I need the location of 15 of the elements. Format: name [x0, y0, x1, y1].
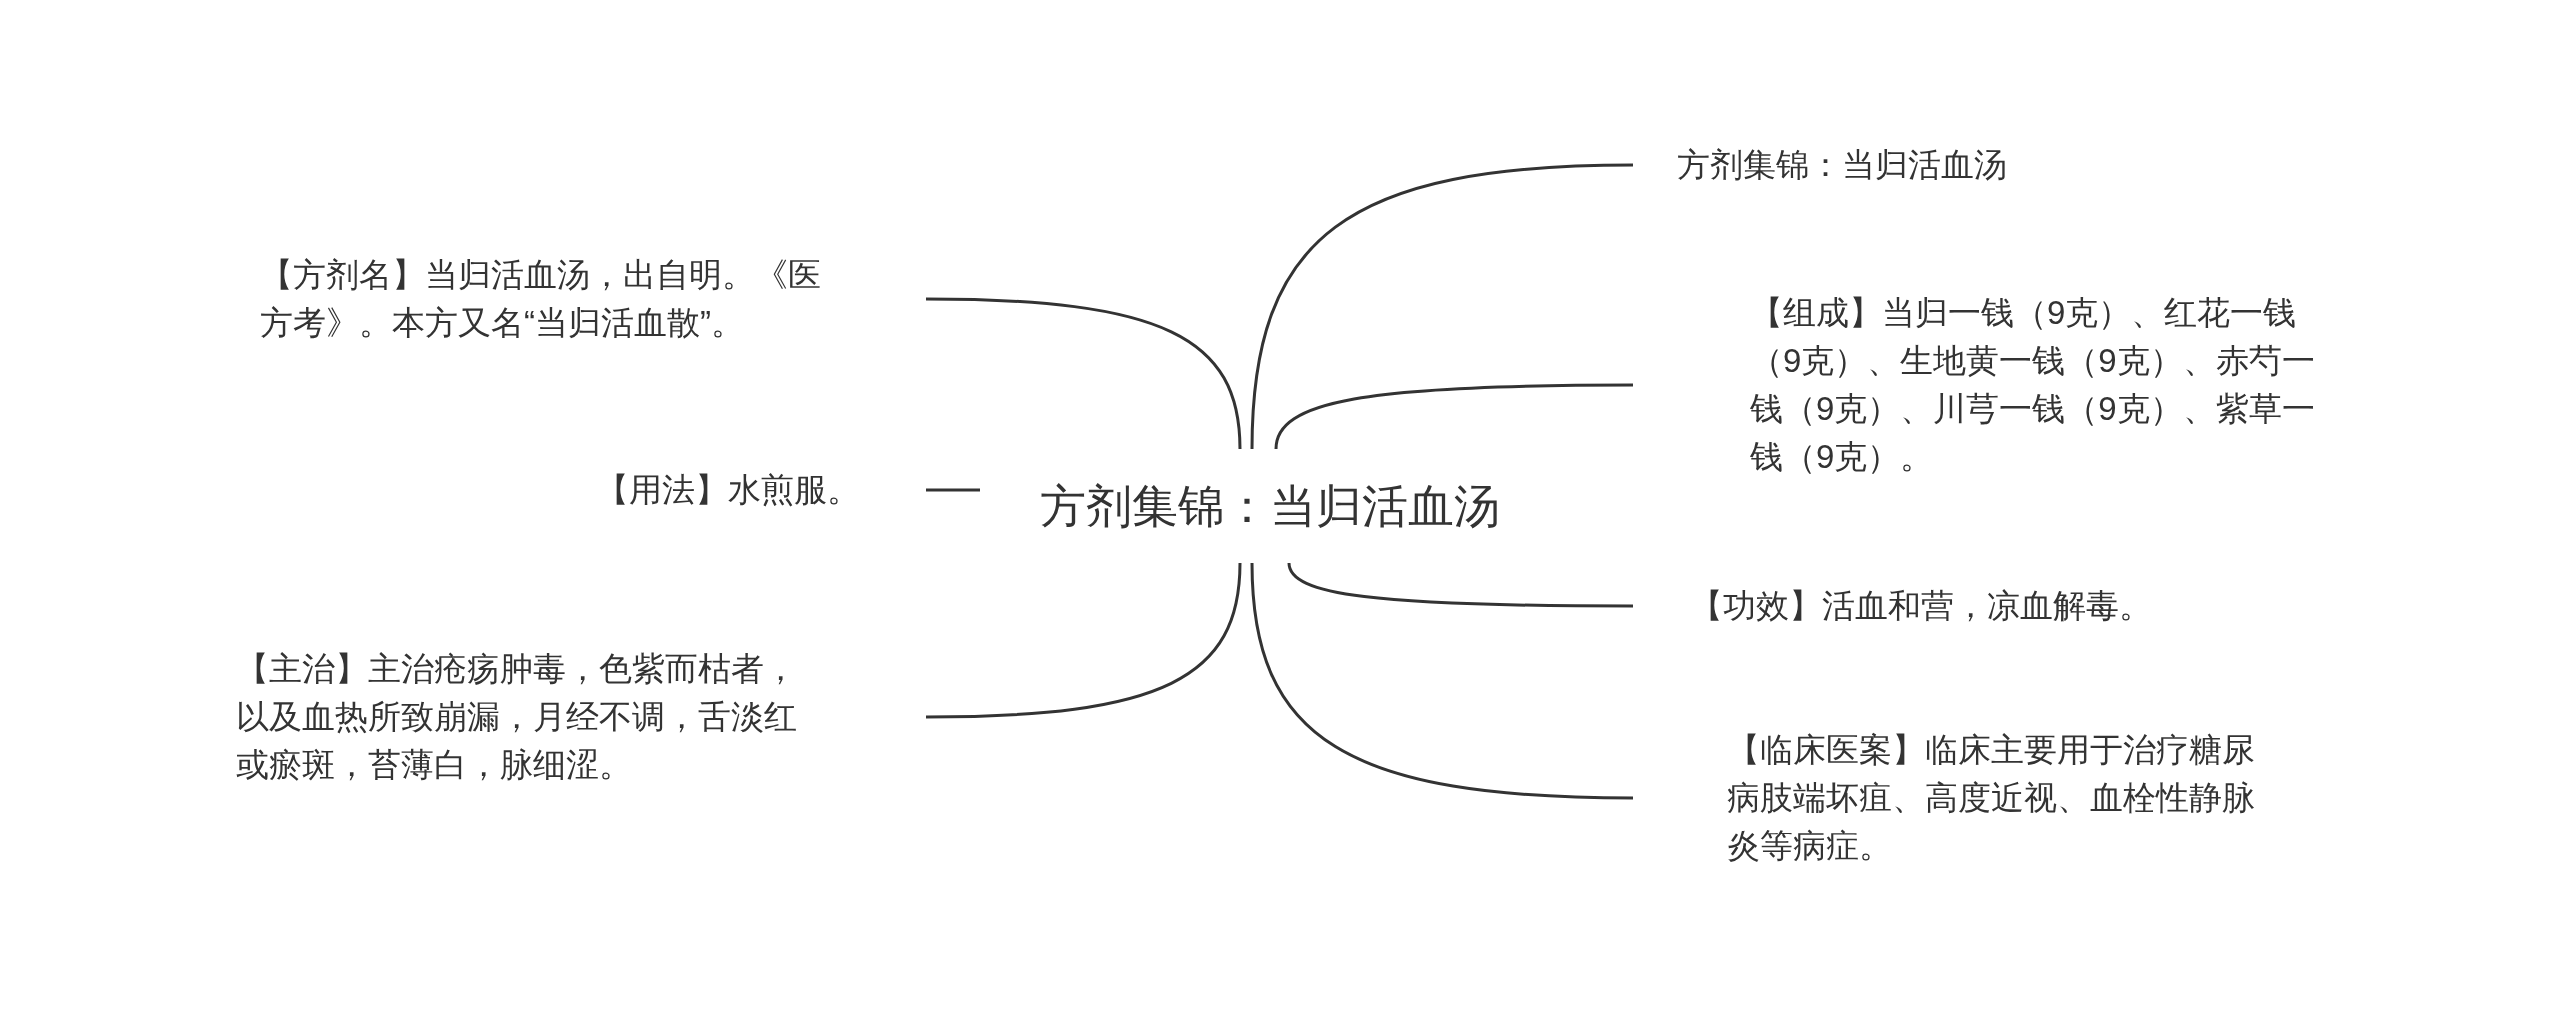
branch-line	[1287, 562, 1633, 608]
branch-text: 【用法】水煎服。	[560, 462, 926, 518]
branch-line	[925, 562, 1242, 719]
branch-text: 【临床医案】临床主要用于治疗糖尿病肢端坏疽、高度近视、血栓性静脉炎等病症。	[1633, 722, 2313, 874]
branch-line	[926, 488, 980, 492]
branch-line	[1250, 163, 1634, 450]
branch-text: 【功效】活血和营，凉血解毒。	[1633, 580, 2273, 632]
branch-line	[1274, 383, 1633, 450]
branch-text: 方剂集锦：当归活血汤	[1633, 140, 2193, 190]
branch-text: 【组成】当归一钱（9克）、红花一钱（9克）、生地黄一钱（9克）、赤芍一钱（9克）、川芎一钱（9克）、紫草一钱（9克）。	[1633, 285, 2353, 485]
branch-text: 【方剂名】当归活血汤，出自明。《医方考》。本方又名“当归活血散”。	[250, 224, 926, 374]
branch-line	[925, 297, 1242, 450]
branch-text: 【主治】主治疮疡肿毒，色紫而枯者，以及血热所致崩漏，月经不调，舌淡红或瘀斑，苔薄白，脉细涩。	[226, 612, 926, 822]
branch-line	[1250, 562, 1634, 800]
central-topic: 方剂集锦：当归活血汤	[980, 449, 1560, 563]
